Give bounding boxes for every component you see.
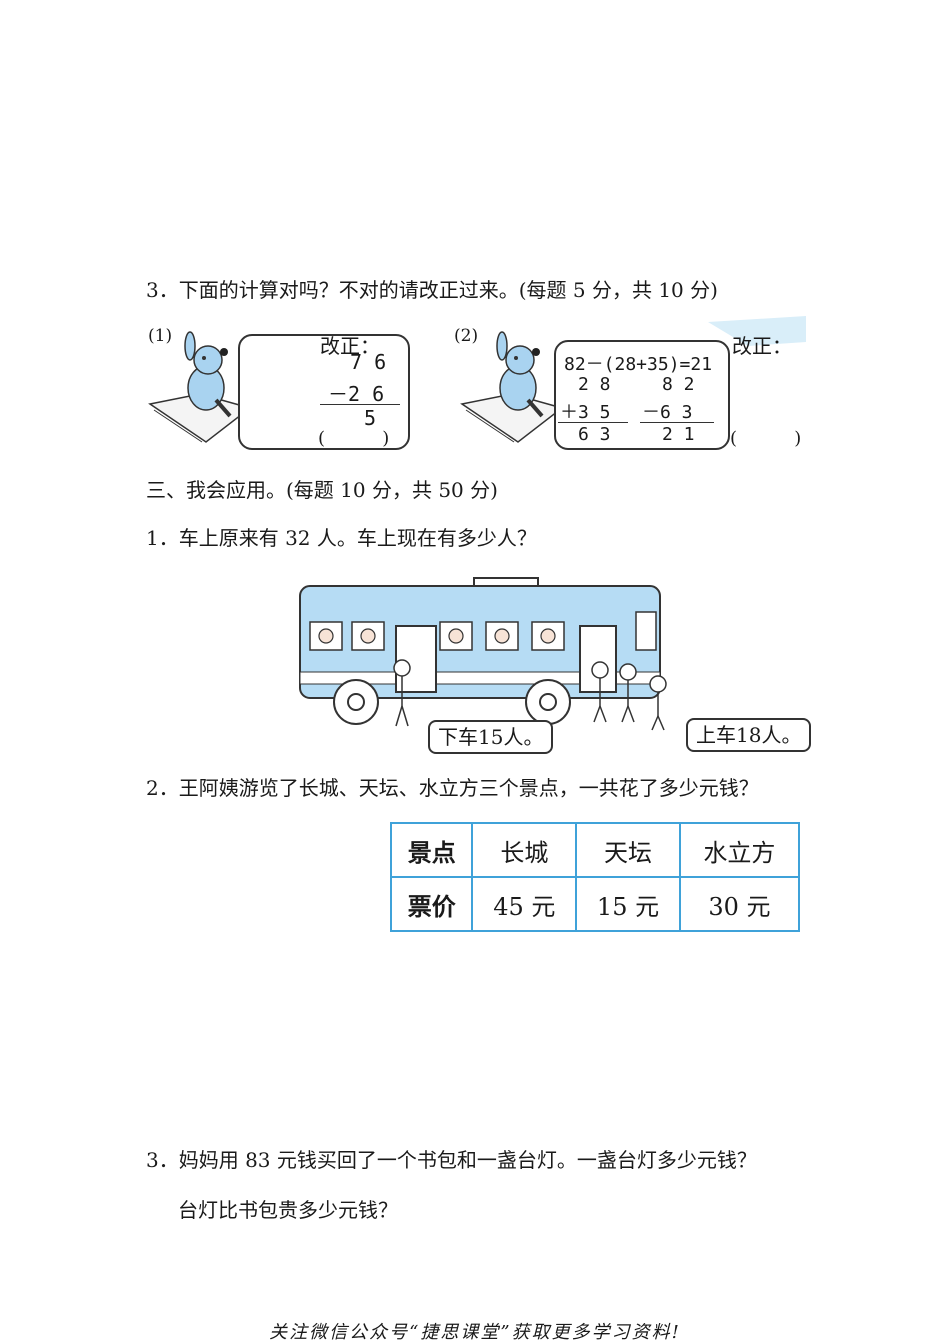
calc-expression: 82－(28+35)=21: [564, 354, 713, 375]
footer-note: 关注微信公众号“捷思课堂”获取更多学习资料!: [269, 1322, 681, 1343]
rabbit-book-illustration: [460, 331, 564, 443]
rabbit-book-illustration: [148, 331, 252, 443]
bus-illustration: [299, 577, 667, 731]
get-off-bubble: 下车15人。: [428, 720, 554, 754]
calc-right-result: 2 1: [662, 424, 695, 445]
review-item-1: (1) 7 6 －2 6 5: [146, 322, 410, 452]
table-cell: 天坛: [575, 822, 681, 878]
calc-left-top: 2 8: [578, 374, 611, 395]
table-cell: 45 元: [471, 876, 578, 932]
table-header-row: 景点 长城 天坛 水立方: [389, 822, 801, 878]
calc-left-result: 6 3: [578, 424, 611, 445]
table-cell: 票价: [389, 876, 474, 932]
calc-right-rule: [640, 422, 714, 423]
table-cell: 30 元: [678, 876, 801, 932]
calc-right-op: －6 3: [642, 402, 693, 423]
review-item-2: (2) 82－(28+35)=21 2 8 ＋3 5 6 3 8 2 －6 3 …: [452, 322, 742, 452]
problem-3-line2: 台灯比书包贵多少元钱？: [178, 1198, 398, 1222]
calc-card-1: 7 6 －2 6 5: [238, 334, 410, 450]
calc-rule: [320, 404, 400, 405]
answer-paren-2[interactable]: ( ): [730, 428, 802, 449]
table-row: 票价 45 元 15 元 30 元: [389, 876, 801, 932]
answer-paren-1[interactable]: ( ): [318, 428, 390, 449]
decorative-cloud: [708, 316, 806, 346]
problem-3-line1: 3．妈妈用 83 元钱买回了一个书包和一盏台灯。一盏台灯多少元钱？: [146, 1148, 757, 1172]
table-cell: 景点: [389, 822, 474, 878]
calc-sub: －2 6: [328, 382, 385, 406]
table-cell: 15 元: [575, 876, 681, 932]
calc-left-op: ＋3 5: [560, 402, 611, 423]
calc-card-2: 82－(28+35)=21 2 8 ＋3 5 6 3 8 2 －6 3 2 1: [554, 340, 730, 450]
calc-right-top: 8 2: [662, 374, 695, 395]
table-cell: 水立方: [678, 822, 801, 878]
ticket-price-table: 景点 长城 天坛 水立方 票价 45 元 15 元 30 元: [389, 822, 801, 932]
get-on-bubble: 上车18人。: [686, 718, 812, 752]
q3-title: 3．下面的计算对吗？不对的请改正过来。(每题 5 分，共 10 分): [146, 278, 718, 302]
calc-left-rule: [558, 422, 628, 423]
table-cell: 长城: [471, 822, 578, 878]
section-three-title: 三、我会应用。(每题 10 分，共 50 分): [146, 478, 498, 502]
calc-result: 5: [364, 406, 377, 430]
correct-label-1: 改正：: [320, 334, 380, 358]
problem-2-title: 2．王阿姨游览了长城、天坛、水立方三个景点，一共花了多少元钱？: [146, 776, 759, 800]
item-number: (1): [148, 326, 173, 346]
problem-1-title: 1．车上原来有 32 人。车上现在有多少人？: [146, 526, 537, 550]
calc-top: 7 6: [350, 350, 387, 374]
correct-label-2: 改正：: [732, 334, 792, 358]
item-number: (2): [454, 326, 479, 346]
